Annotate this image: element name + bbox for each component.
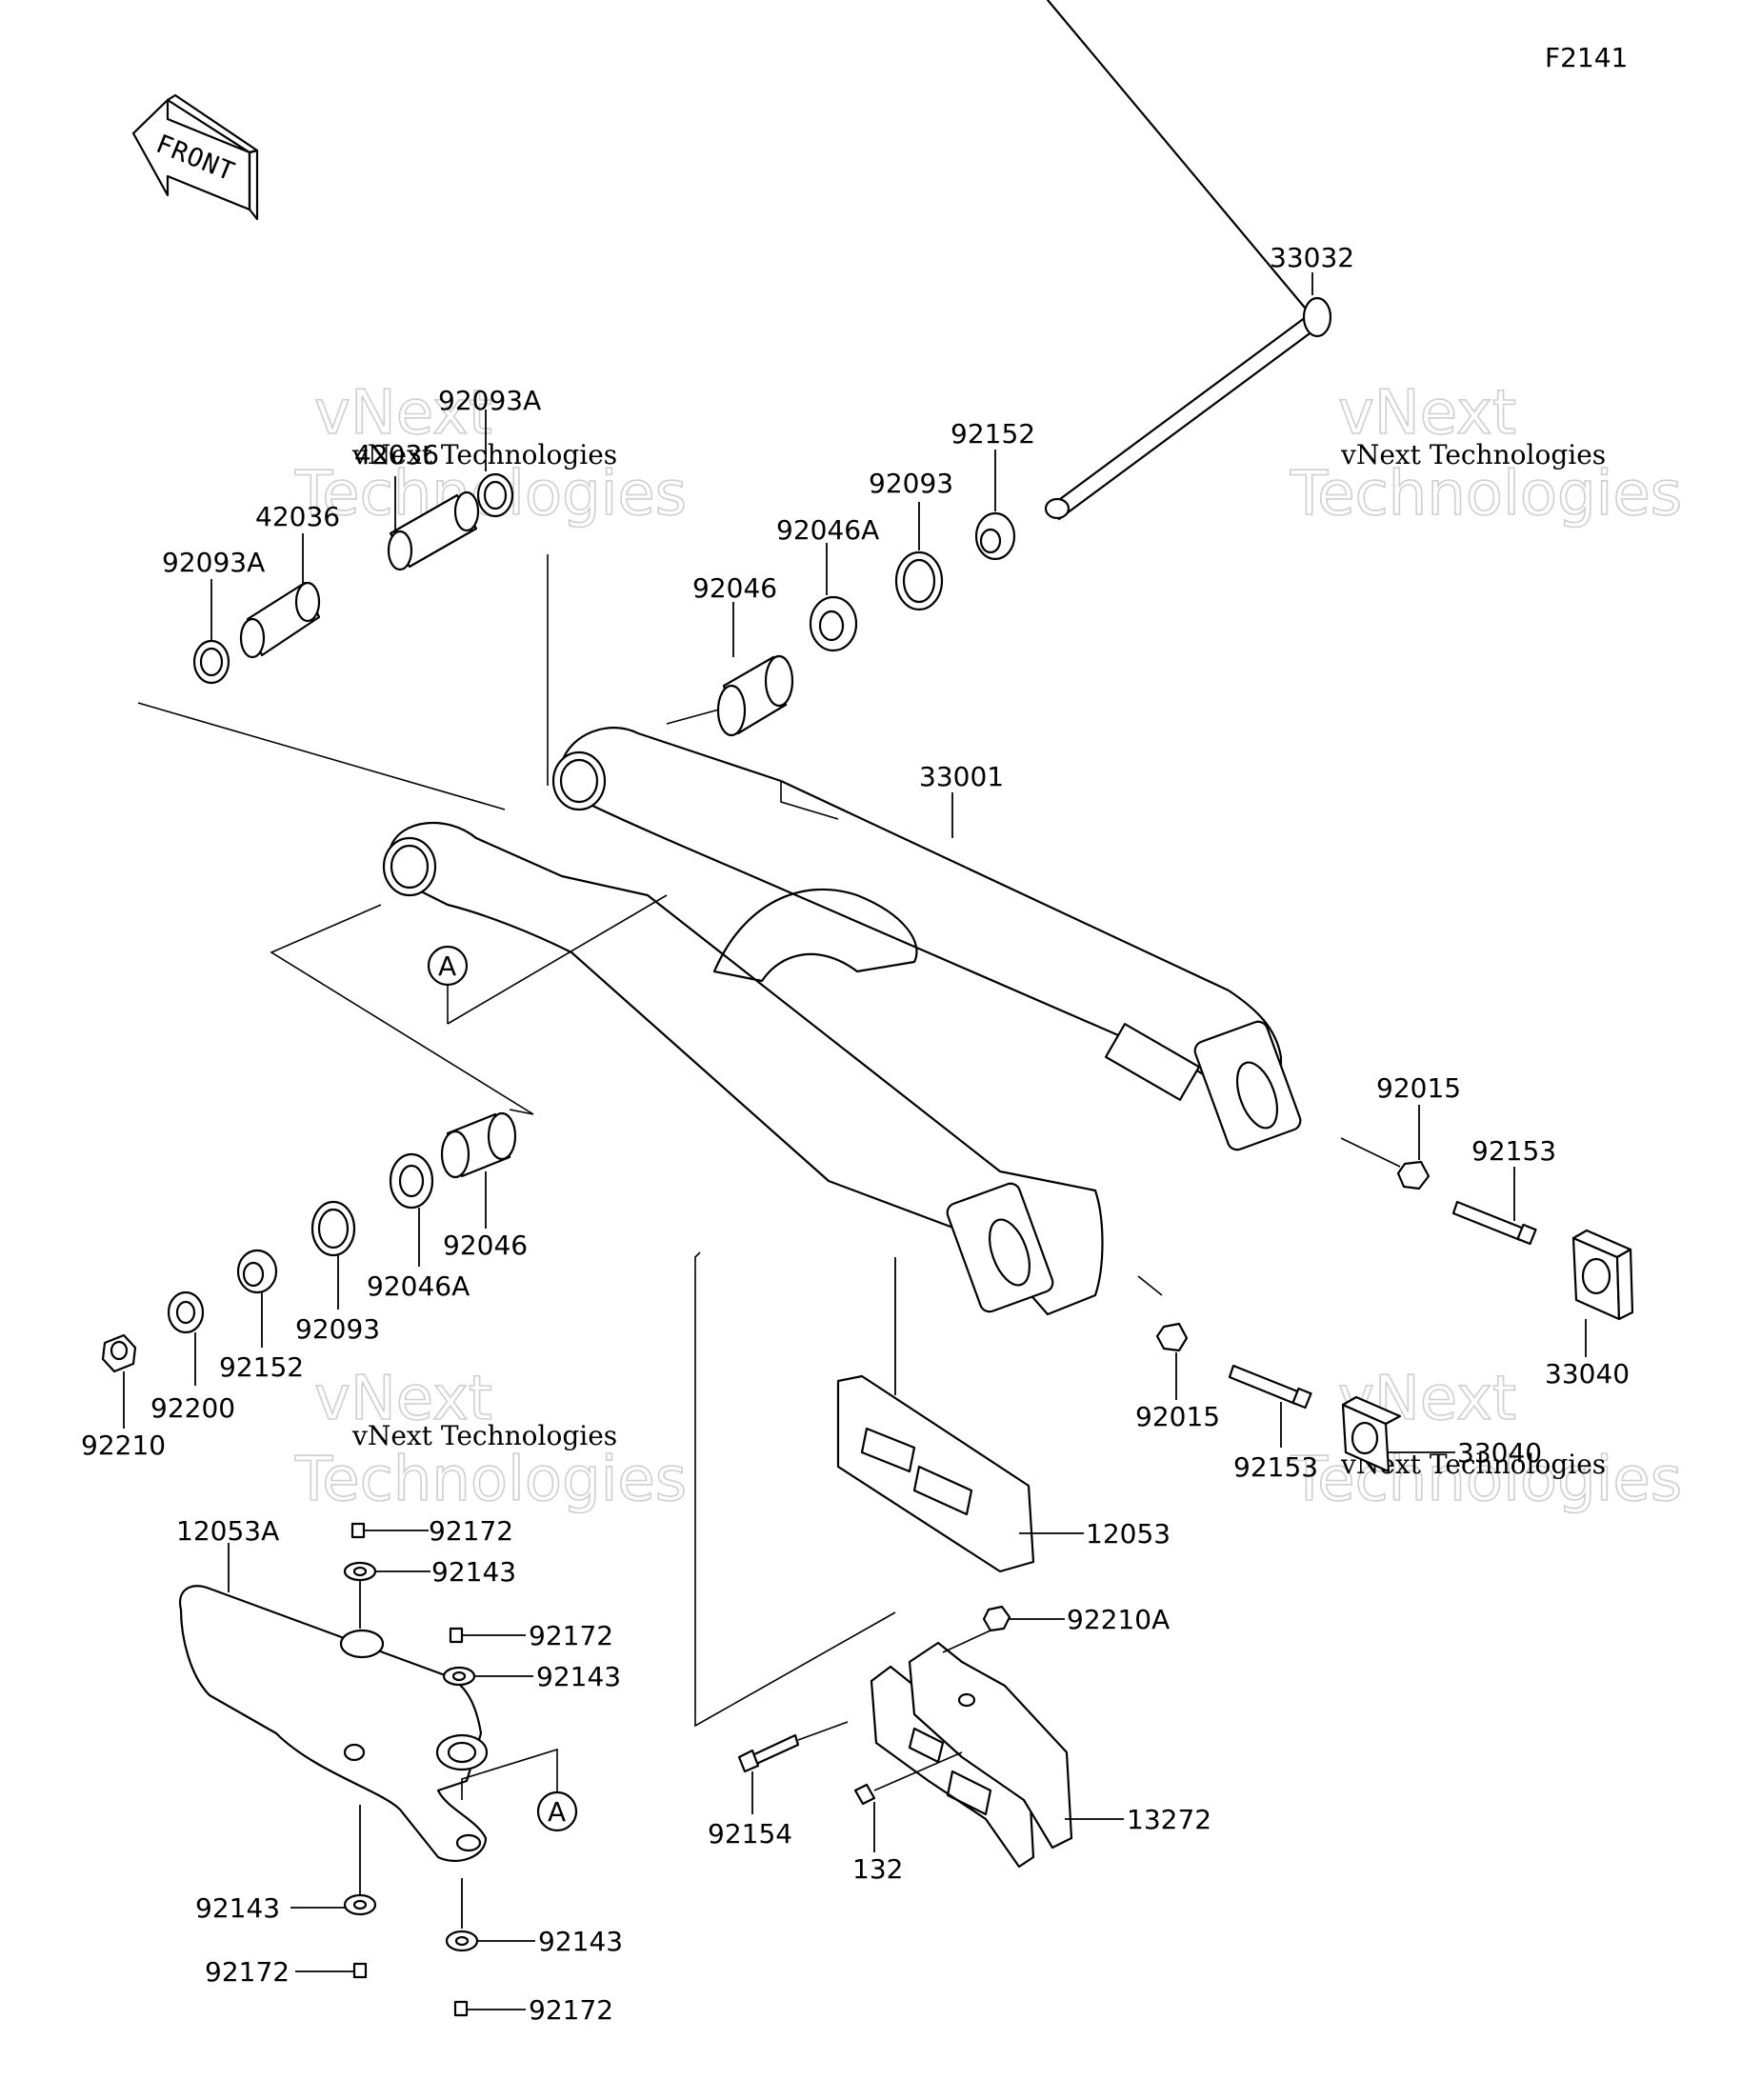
label-92172-a: 92172 xyxy=(429,1515,513,1547)
assembly-lines xyxy=(137,554,1401,1728)
screw-92172-c xyxy=(295,1962,368,1979)
washer-92143-d xyxy=(445,1878,535,1952)
label-92143-b: 92143 xyxy=(536,1661,621,1692)
label-92172-c: 92172 xyxy=(205,1956,290,1988)
label-92015-mid: 92015 xyxy=(1135,1401,1220,1432)
label-92210: 92210 xyxy=(81,1430,166,1461)
watermark-group: vNext Technologies vNext Technologies vN… xyxy=(293,377,1683,1516)
label-92200: 92200 xyxy=(150,1392,235,1424)
label-33040-right: 33040 xyxy=(1545,1358,1630,1390)
label-33001: 33001 xyxy=(919,761,1004,792)
ref-marker-a-upper: A xyxy=(427,945,469,1024)
pivot-shaft-33032 xyxy=(1044,0,1332,521)
screw-132 xyxy=(853,1751,963,1852)
collar-92152-bottom xyxy=(236,1249,278,1348)
nut-92015-mid xyxy=(1155,1322,1189,1400)
label-92093A-left: 92093A xyxy=(162,547,265,578)
label-92152-top: 92152 xyxy=(951,418,1035,450)
ref-marker-a-lower: A xyxy=(461,1748,578,1832)
sleeve-42036-top xyxy=(387,476,480,571)
label-92143-a: 92143 xyxy=(431,1556,516,1588)
front-arrow-icon: FRONT xyxy=(131,93,259,221)
watermark-vnext-2: vNext xyxy=(1338,378,1516,449)
label-12053: 12053 xyxy=(1086,1518,1171,1550)
label-92152-bottom: 92152 xyxy=(219,1351,304,1383)
seal-92093-top xyxy=(894,502,944,611)
diagram-code: F2141 xyxy=(1545,42,1628,73)
label-92154: 92154 xyxy=(708,1818,792,1850)
adjuster-33040-right xyxy=(1571,1229,1634,1357)
bearing-92046-bottom xyxy=(440,1111,517,1229)
bolt-92153-right xyxy=(1451,1167,1537,1246)
label-12053A: 12053A xyxy=(176,1515,279,1547)
label-92210A: 92210A xyxy=(1067,1604,1170,1635)
screw-92172-a xyxy=(350,1522,429,1539)
seal-92093A-top xyxy=(476,410,514,518)
washer-92143-c xyxy=(290,1805,377,1916)
washer-92143-a xyxy=(343,1561,430,1629)
watermark-tech-3: Technologies xyxy=(294,1445,687,1515)
label-92046A-top: 92046A xyxy=(776,514,879,546)
label-92046-top: 92046 xyxy=(692,572,777,604)
adjuster-33040-mid xyxy=(1341,1395,1455,1473)
bearing-92046-top xyxy=(716,602,794,737)
collar-92152-top xyxy=(974,450,1016,561)
swingarm-33001 xyxy=(382,727,1302,1316)
nut-92210A xyxy=(942,1605,1065,1653)
label-33032: 33032 xyxy=(1270,242,1354,273)
label-92093-bottom: 92093 xyxy=(295,1313,380,1345)
seal-92093-bottom xyxy=(310,1200,356,1310)
ref-marker-a-lower-text: A xyxy=(548,1796,566,1828)
label-92093A-top: 92093A xyxy=(438,385,541,416)
label-92153-right: 92153 xyxy=(1471,1135,1556,1167)
watermark-caption-1: vNext Technologies xyxy=(351,439,617,470)
label-92172-d: 92172 xyxy=(529,1994,613,2026)
chain-guide-13272 xyxy=(870,1641,1124,1869)
washer-92200 xyxy=(167,1290,205,1386)
label-13272: 13272 xyxy=(1127,1804,1211,1835)
label-42036-left: 42036 xyxy=(255,501,340,532)
label-33040-mid: 33040 xyxy=(1457,1437,1542,1469)
nut-92015-right xyxy=(1396,1105,1431,1190)
chain-slider-12053A xyxy=(178,1543,489,1862)
bolt-92153-mid xyxy=(1228,1364,1312,1448)
label-92093-top: 92093 xyxy=(869,468,953,499)
watermark-vnext-3: vNext xyxy=(314,1364,492,1434)
screw-92172-b xyxy=(449,1627,526,1644)
label-132: 132 xyxy=(852,1853,903,1885)
watermark-caption-2: vNext Technologies xyxy=(1340,439,1606,470)
label-42036-top: 42036 xyxy=(354,439,439,470)
seal-92046A-bottom xyxy=(389,1152,434,1267)
sleeve-42036-left xyxy=(239,533,321,659)
watermark-tech-2: Technologies xyxy=(1290,459,1682,530)
label-92015-right: 92015 xyxy=(1376,1072,1461,1104)
chain-slider-12053 xyxy=(836,1257,1084,1573)
seal-92046A-top xyxy=(809,543,858,652)
nut-92210 xyxy=(101,1333,137,1429)
label-92143-d: 92143 xyxy=(538,1926,623,1957)
label-92153-mid: 92153 xyxy=(1233,1451,1318,1483)
bolt-92154 xyxy=(737,1721,849,1814)
label-92143-c: 92143 xyxy=(195,1892,280,1924)
watermark-caption-3: vNext Technologies xyxy=(351,1420,617,1451)
label-92046-bottom: 92046 xyxy=(443,1230,528,1261)
washer-92143-b xyxy=(442,1666,533,1687)
ref-marker-a-upper-text: A xyxy=(438,950,456,982)
seal-92093A-left xyxy=(192,579,230,685)
label-92046A-bottom: 92046A xyxy=(367,1270,470,1302)
watermark-vnext-1: vNext xyxy=(314,378,492,449)
screw-92172-d xyxy=(453,2000,526,2017)
label-92172-b: 92172 xyxy=(529,1620,613,1651)
